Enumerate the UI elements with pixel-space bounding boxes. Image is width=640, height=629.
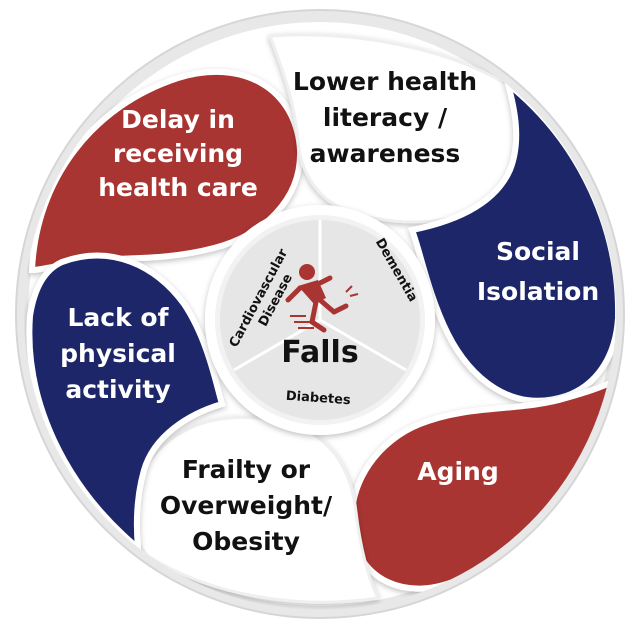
comorbidity-diabetes: Diabetes (285, 389, 351, 409)
factor-literacy-line2: literacy / (323, 103, 448, 132)
factor-aging-line1: Aging (417, 457, 499, 486)
factor-activity-line2: physical (60, 339, 176, 368)
center-title: Falls (281, 335, 358, 370)
factor-frailty-line1: Frailty or (182, 455, 311, 484)
factor-activity-line3: activity (65, 375, 170, 404)
factor-frailty-line2: Overweight/ (160, 491, 333, 520)
petal-activity (26, 252, 226, 555)
factor-literacy-line1: Lower health (293, 67, 477, 96)
factor-literacy-line3: awareness (310, 139, 461, 168)
factor-delay-line2: receiving (113, 139, 243, 168)
factor-frailty-line3: Obesity (192, 527, 300, 556)
divider-right (319, 318, 407, 372)
person-falling-icon (285, 264, 359, 333)
factor-isolation-line2: Isolation (477, 277, 599, 306)
factor-activity-line1: Lack of (67, 303, 169, 332)
factor-isolation-line1: Social (496, 237, 580, 266)
petal-frailty (130, 415, 381, 604)
factor-delay-line3: health care (98, 173, 258, 202)
factor-delay-line1: Delay in (121, 105, 235, 134)
